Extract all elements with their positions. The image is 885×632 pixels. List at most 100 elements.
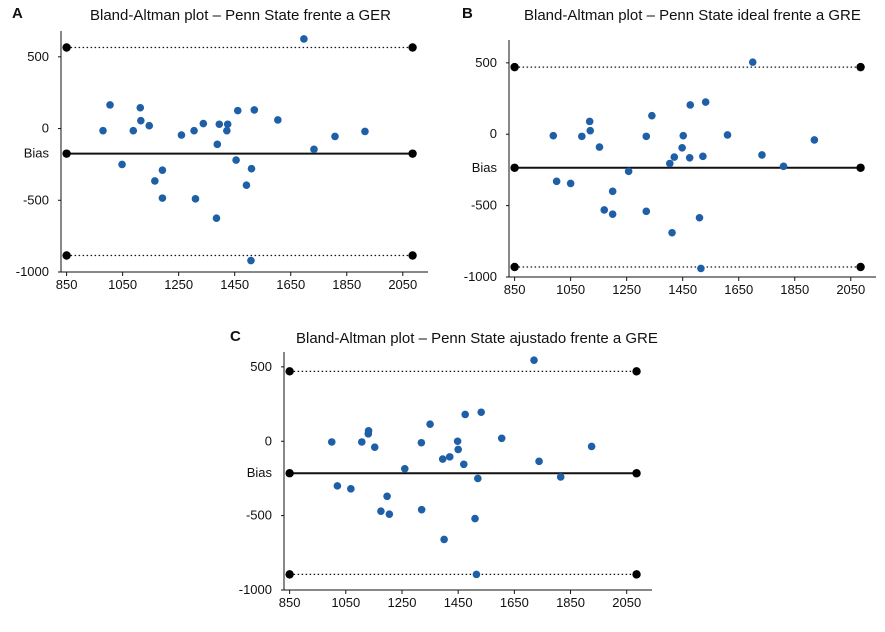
panel-letter: C: [230, 328, 241, 345]
data-point: [242, 181, 251, 190]
data-point: [530, 356, 538, 364]
data-point: [215, 120, 224, 129]
data-point: [586, 126, 595, 135]
data-point: [417, 505, 426, 514]
data-point: [177, 131, 186, 139]
data-point: [445, 453, 454, 461]
lower-limit-line-end-dot: [632, 570, 641, 579]
data-point: [608, 210, 617, 218]
data-point: [377, 507, 385, 515]
data-point: [670, 153, 679, 161]
bias-line-end-dot: [856, 163, 865, 172]
data-point: [666, 159, 674, 168]
y-tick-label: 500: [250, 359, 272, 374]
y-tick-label: 500: [475, 55, 497, 70]
x-tick-label: 1650: [276, 277, 305, 292]
bias-label: Bias: [247, 465, 273, 480]
data-point: [471, 514, 479, 523]
data-point: [699, 152, 707, 161]
data-point: [695, 213, 704, 222]
data-point: [400, 464, 409, 473]
upper-limit-line-end-dot: [408, 43, 417, 52]
data-point: [300, 35, 308, 43]
x-tick-label: 1650: [724, 282, 753, 297]
data-point: [232, 156, 240, 164]
data-point: [585, 117, 594, 126]
x-tick-label: 1250: [612, 282, 641, 297]
data-point: [158, 194, 167, 202]
data-point: [137, 116, 145, 125]
panel-b: B Bland-Altman plot – Penn State ideal fr…: [462, 5, 876, 297]
x-tick-label: 1050: [108, 277, 137, 292]
x-tick-label: 1650: [500, 595, 529, 610]
data-point: [426, 420, 434, 428]
data-point: [552, 177, 561, 186]
bias-label: Bias: [472, 160, 498, 175]
data-point: [748, 58, 757, 66]
data-point: [151, 177, 159, 185]
upper-limit-line-start-dot: [62, 43, 71, 52]
x-tick-label: 1450: [220, 277, 249, 292]
data-point: [199, 119, 208, 128]
data-point: [370, 443, 379, 452]
y-tick-label: -1000: [464, 269, 497, 284]
data-point: [99, 126, 107, 135]
data-point: [453, 437, 462, 446]
data-point: [106, 101, 114, 109]
data-point: [247, 256, 255, 265]
bias-line-end-dot: [632, 469, 641, 478]
panel-c: C Bland-Altman plot – Penn State ajustado…: [230, 328, 658, 610]
data-point: [497, 434, 506, 443]
lower-limit-line-end-dot: [408, 251, 417, 260]
data-point: [566, 179, 575, 188]
bias-line-start-dot: [285, 469, 294, 478]
data-point: [697, 264, 705, 273]
data-point: [648, 111, 656, 120]
data-point: [213, 140, 222, 149]
data-point: [587, 442, 596, 451]
x-tick-label: 1850: [556, 595, 585, 610]
data-point: [459, 460, 468, 469]
data-point: [624, 167, 633, 176]
x-tick-label: 1450: [444, 595, 473, 610]
data-point: [331, 132, 339, 141]
bias-line-start-dot: [510, 163, 519, 172]
data-point: [608, 187, 617, 196]
data-point: [642, 132, 651, 141]
data-point: [191, 195, 200, 203]
data-point: [438, 455, 447, 463]
data-point: [461, 410, 469, 419]
x-tick-label: 1250: [388, 595, 417, 610]
chart-title: Bland-Altman plot – Penn State ajustado …: [296, 330, 658, 347]
x-tick-label: 1050: [556, 282, 585, 297]
data-point: [385, 510, 394, 518]
x-tick-label: 1850: [332, 277, 361, 292]
data-point: [158, 166, 167, 174]
data-point: [686, 101, 695, 109]
data-point: [595, 143, 604, 151]
panel-letter: B: [462, 5, 473, 22]
data-point: [333, 482, 342, 490]
x-tick-label: 850: [56, 277, 78, 292]
data-point: [212, 214, 221, 223]
x-tick-label: 1450: [668, 282, 697, 297]
data-point: [477, 408, 486, 417]
data-point: [810, 136, 819, 144]
y-tick-label: 500: [27, 49, 49, 64]
y-tick-label: -1000: [16, 264, 49, 279]
chart-title: Bland-Altman plot – Penn State frente a …: [90, 7, 391, 24]
chart-title: Bland-Altman plot – Penn State ideal fre…: [524, 7, 861, 24]
x-tick-label: 1050: [331, 595, 360, 610]
data-point: [190, 126, 198, 135]
data-point: [779, 162, 788, 171]
data-point: [145, 121, 154, 130]
data-point: [668, 228, 676, 237]
data-point: [600, 206, 609, 214]
data-point: [250, 106, 259, 114]
data-point: [679, 131, 688, 140]
data-point: [358, 438, 366, 446]
data-point: [118, 160, 126, 169]
x-tick-label: 850: [279, 595, 301, 610]
y-tick-label: 0: [265, 433, 272, 448]
lower-limit-line-end-dot: [856, 262, 865, 272]
